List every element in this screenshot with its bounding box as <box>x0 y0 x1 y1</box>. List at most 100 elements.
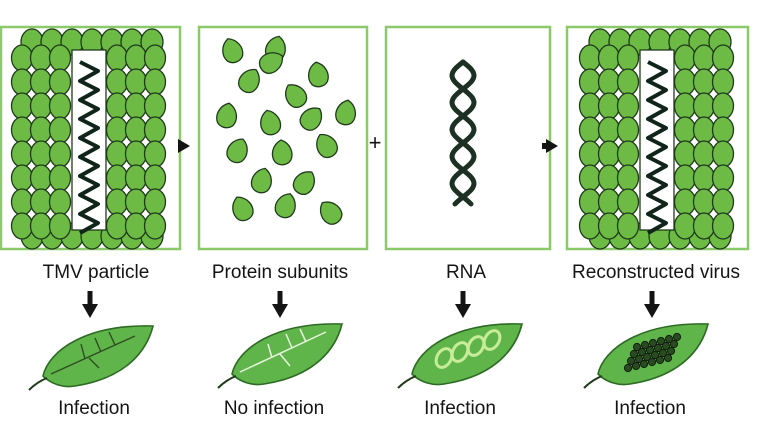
capsomer <box>692 92 716 120</box>
leaf-stem <box>217 375 237 389</box>
capsomer <box>673 164 697 192</box>
capsomer <box>616 44 640 72</box>
virus-particle <box>661 341 671 351</box>
protein-subunit <box>299 107 323 131</box>
infected-leaf-icon <box>583 323 710 389</box>
virus-cluster <box>482 329 502 351</box>
capsomer <box>578 164 602 192</box>
capsomer <box>597 164 621 192</box>
outcome-label-reconstructed: Infection <box>614 398 686 419</box>
capsomer <box>29 212 53 240</box>
capsomer <box>124 92 148 120</box>
rna-strand <box>78 60 100 235</box>
virus-particle <box>632 342 642 352</box>
capsomer <box>692 212 716 240</box>
healthy-leaf-icon <box>217 323 344 389</box>
leaf-blade <box>231 323 344 386</box>
protein-subunit <box>316 133 339 159</box>
virus-particle <box>637 347 647 357</box>
capsomer <box>616 116 640 144</box>
virus-particle <box>669 339 679 349</box>
capsomer <box>578 92 602 120</box>
capsomer <box>711 92 735 120</box>
capsomer <box>10 92 34 120</box>
capsomer <box>10 140 34 168</box>
virus-cluster <box>450 341 470 363</box>
capsomer <box>578 68 602 96</box>
arrow-down-icon <box>644 304 660 318</box>
protein-subunit <box>250 167 272 194</box>
protein-subunit <box>307 61 329 88</box>
arrow-right-icon <box>546 139 558 153</box>
capsomer <box>48 92 72 120</box>
protein-subunit <box>319 201 343 225</box>
capsomer <box>48 164 72 192</box>
capsomer <box>105 68 129 96</box>
capsomer <box>578 188 602 216</box>
capsomer <box>578 44 602 72</box>
leaves <box>28 323 710 391</box>
capsomer <box>48 188 72 216</box>
virus-particle <box>647 357 657 367</box>
capsomer <box>10 116 34 144</box>
panel-label-protein: Protein subunits <box>211 262 349 283</box>
capsomer <box>711 140 735 168</box>
capsomer <box>105 140 129 168</box>
capsomer <box>616 140 640 168</box>
capsomer <box>124 188 148 216</box>
capsomer <box>105 188 129 216</box>
capsomer <box>692 116 716 144</box>
capsomer <box>105 44 129 72</box>
capsomer <box>692 164 716 192</box>
arrow-down-stem <box>277 291 283 305</box>
capsomer <box>10 164 34 192</box>
virus-particle <box>664 334 674 344</box>
capsomer <box>673 140 697 168</box>
capsomer <box>692 68 716 96</box>
virus-particle <box>672 332 682 342</box>
capsomer <box>616 68 640 96</box>
capsomer <box>29 140 53 168</box>
capsomer <box>692 44 716 72</box>
leaf-veins <box>239 328 327 373</box>
rna-helix-icon <box>449 59 477 207</box>
capsomer <box>711 116 735 144</box>
virus-particle <box>629 349 639 359</box>
outcome-label-tmv: Infection <box>58 398 130 419</box>
capsomer <box>673 44 697 72</box>
protein-subunit <box>260 109 282 136</box>
capsomer <box>578 212 602 240</box>
virus-particle <box>666 346 676 356</box>
rna-strand <box>449 59 477 207</box>
capsomer <box>597 68 621 96</box>
capsomer <box>105 164 129 192</box>
rna-strand <box>449 59 477 207</box>
capsomer <box>597 212 621 240</box>
virus-particle <box>631 361 641 371</box>
capsomer <box>673 212 697 240</box>
arrow-down-stem <box>649 291 655 305</box>
capsomer <box>143 212 167 240</box>
capsomer <box>143 44 167 72</box>
virus-particle <box>650 350 660 360</box>
capsomer <box>597 44 621 72</box>
protein-subunit <box>237 68 260 94</box>
capsomer <box>105 92 129 120</box>
capsomer <box>10 188 34 216</box>
arrow-right-stem <box>542 143 548 149</box>
rna-strand <box>646 60 668 235</box>
arrow-down-icon <box>455 304 471 318</box>
healthy-leaf-icon <box>28 325 155 391</box>
virus-particle <box>634 354 644 364</box>
capsomer <box>124 164 148 192</box>
protein-subunit <box>274 193 296 219</box>
capsomer <box>143 92 167 120</box>
capsomer <box>578 140 602 168</box>
virus-particle <box>645 345 655 355</box>
capsomer <box>143 116 167 144</box>
virus-cluster <box>466 335 486 357</box>
capsomer <box>124 116 148 144</box>
protein-subunit <box>258 52 284 75</box>
capsomer <box>48 116 72 144</box>
